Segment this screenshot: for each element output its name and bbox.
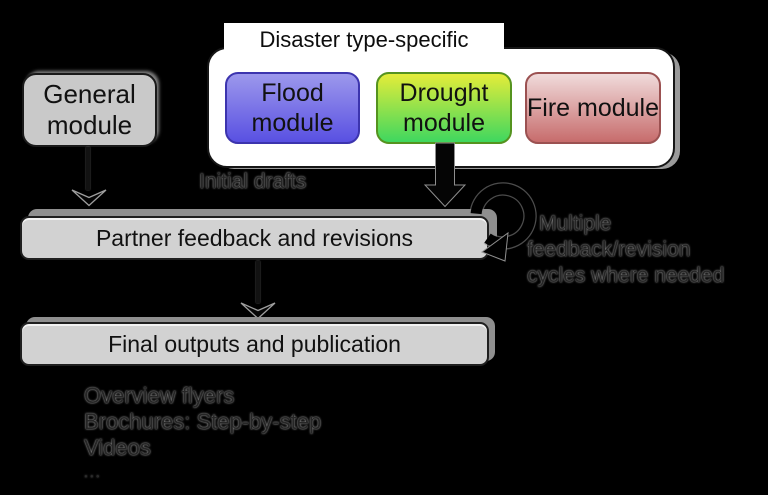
down-arrow-icon: [423, 142, 467, 208]
initial-drafts-label: Initial drafts: [199, 170, 307, 193]
outputs-ellipsis: ...: [84, 464, 102, 480]
down-chevron-icon: [71, 189, 107, 207]
cycle-arrow-icon: [469, 182, 537, 262]
output-item: Videos: [84, 435, 151, 460]
down-chevron-icon: [240, 302, 276, 320]
flood-module-box: Flood module: [225, 72, 360, 144]
partner-feedback-box: Partner feedback and revisions: [20, 216, 489, 260]
drought-module-box: Drought module: [376, 72, 512, 144]
general-arrow-shaft: [86, 147, 90, 190]
outputs-list: Overview flyers Brochures: Step-by-step …: [84, 383, 321, 461]
final-arrow-shaft: [256, 261, 260, 303]
output-item: Brochures: Step-by-step: [84, 409, 322, 434]
final-outputs-box: Final outputs and publication: [20, 322, 489, 366]
fire-module-box: Fire module: [525, 72, 661, 144]
general-module-box: General module: [22, 73, 157, 147]
output-item: Overview flyers: [84, 383, 235, 408]
disaster-specific-title: Disaster type-specific: [224, 23, 504, 56]
cycle-note-label: Multiple feedback/revision cycles where …: [527, 212, 725, 287]
